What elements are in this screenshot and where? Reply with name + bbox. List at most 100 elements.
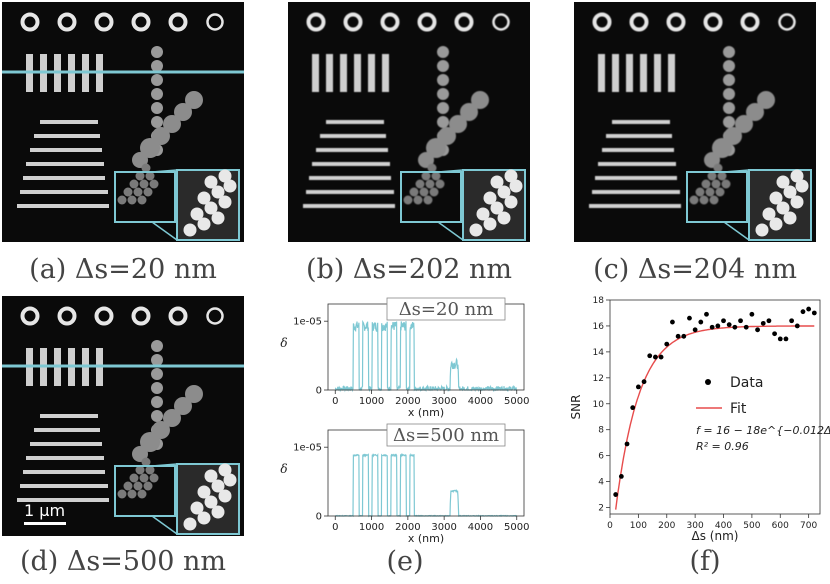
inset-disk — [223, 179, 237, 193]
horizontal-line-feature — [17, 204, 109, 208]
small-dot-feature — [133, 481, 143, 491]
inset-zoom — [748, 169, 812, 241]
x-tick-label: 0 — [332, 522, 338, 533]
horizontal-line-feature — [17, 498, 109, 502]
data-point — [738, 318, 743, 324]
small-dot-feature — [709, 195, 719, 205]
x-axis-label: x (nm) — [408, 406, 444, 419]
disk-feature — [174, 397, 192, 415]
fit-equation: f = 16 − 18e^{−0.012Δs} — [696, 424, 830, 437]
horizontal-line-feature — [30, 148, 102, 152]
horizontal-line-feature — [320, 134, 386, 138]
inset-disk — [218, 489, 232, 503]
phantom-image — [303, 12, 526, 241]
x-tick-label: 4000 — [468, 396, 493, 407]
inset-disk — [204, 175, 218, 189]
inset-disk — [769, 191, 783, 205]
small-dot-feature — [123, 187, 133, 197]
x-axis-label: Δs (nm) — [692, 529, 739, 543]
y-tick-label: 1e-05 — [293, 443, 322, 454]
vertical-bar-feature — [312, 54, 319, 92]
x-tick-label: 1000 — [359, 396, 384, 407]
horizontal-line-feature — [602, 148, 674, 152]
data-point — [675, 333, 681, 339]
dot-feature — [723, 74, 735, 86]
data-point — [749, 311, 755, 317]
horizontal-line-feature — [303, 204, 395, 208]
horizontal-line-feature — [598, 162, 676, 166]
data-point — [800, 309, 806, 315]
phantom-features — [589, 12, 796, 208]
small-dot-feature — [129, 179, 139, 189]
small-dot-feature — [413, 195, 423, 205]
chart-title: Δs=500 nm — [393, 425, 499, 446]
image-panel-a — [2, 2, 244, 242]
legend-data-label: Data — [730, 375, 763, 391]
small-dot-feature — [143, 481, 153, 491]
x-tick-label: 5000 — [504, 522, 529, 533]
small-dot-feature — [135, 465, 145, 475]
profile-series-line — [334, 319, 518, 393]
small-dot-feature — [717, 171, 727, 181]
small-dot-feature — [127, 195, 137, 205]
inset-disk — [211, 505, 225, 519]
small-dot-feature — [427, 163, 437, 173]
ring-feature — [206, 13, 224, 31]
horizontal-line-feature — [26, 162, 104, 166]
caption-a: (a) Δs=20 nm — [29, 254, 217, 285]
dot-feature — [151, 396, 163, 408]
data-point — [687, 315, 692, 321]
vertical-bar-feature — [640, 54, 647, 92]
ring-feature — [57, 306, 77, 326]
y-tick-label: 1e-05 — [293, 317, 322, 328]
data-point — [641, 379, 647, 385]
small-dot-feature — [421, 171, 431, 181]
small-dot-feature — [701, 179, 711, 189]
legend-fit-label: Fit — [730, 401, 747, 417]
inset-disk — [795, 179, 809, 193]
scale-bar-label: 1 μm — [24, 501, 65, 520]
inset-connector — [437, 169, 464, 173]
data-point — [692, 327, 698, 333]
dot-feature — [723, 46, 735, 58]
inset-disk — [504, 195, 518, 209]
dot-feature — [437, 46, 449, 58]
x-tick-label: 1000 — [359, 522, 384, 533]
profile-series-line — [335, 452, 518, 518]
small-dot-feature — [707, 171, 717, 181]
small-dot-feature — [429, 187, 439, 197]
caption-b: (b) Δs=202 nm — [305, 254, 513, 285]
ring-feature — [629, 12, 649, 32]
inset-disk — [204, 495, 218, 509]
inset-zoom — [462, 169, 526, 241]
horizontal-line-feature — [595, 176, 677, 180]
image-panel-c — [574, 2, 816, 242]
data-point — [618, 473, 624, 479]
disk-feature — [426, 138, 446, 158]
horizontal-line-feature — [30, 442, 102, 446]
y-tick-label: 18 — [593, 296, 605, 306]
ring-feature — [778, 13, 796, 31]
horizontal-line-feature — [20, 484, 108, 488]
inset-disk — [776, 201, 790, 215]
data-point — [766, 318, 772, 324]
dot-feature — [151, 340, 163, 352]
dot-feature — [437, 74, 449, 86]
data-point — [664, 341, 670, 347]
title-box — [386, 297, 506, 321]
y-tick-label: 16 — [593, 322, 605, 332]
small-dot-feature — [403, 195, 413, 205]
inset-disk — [769, 217, 783, 231]
y-tick-label: 2 — [598, 504, 604, 514]
y-tick-label: 8 — [598, 426, 604, 436]
x-tick-label: 300 — [687, 521, 704, 531]
x-tick-label: 600 — [772, 521, 789, 531]
small-dot-feature — [117, 489, 127, 499]
phantom-image — [589, 12, 812, 241]
horizontal-line-feature — [40, 120, 98, 124]
inset-disk — [197, 217, 211, 231]
horizontal-line-feature — [309, 176, 391, 180]
inset-disk — [790, 169, 804, 183]
